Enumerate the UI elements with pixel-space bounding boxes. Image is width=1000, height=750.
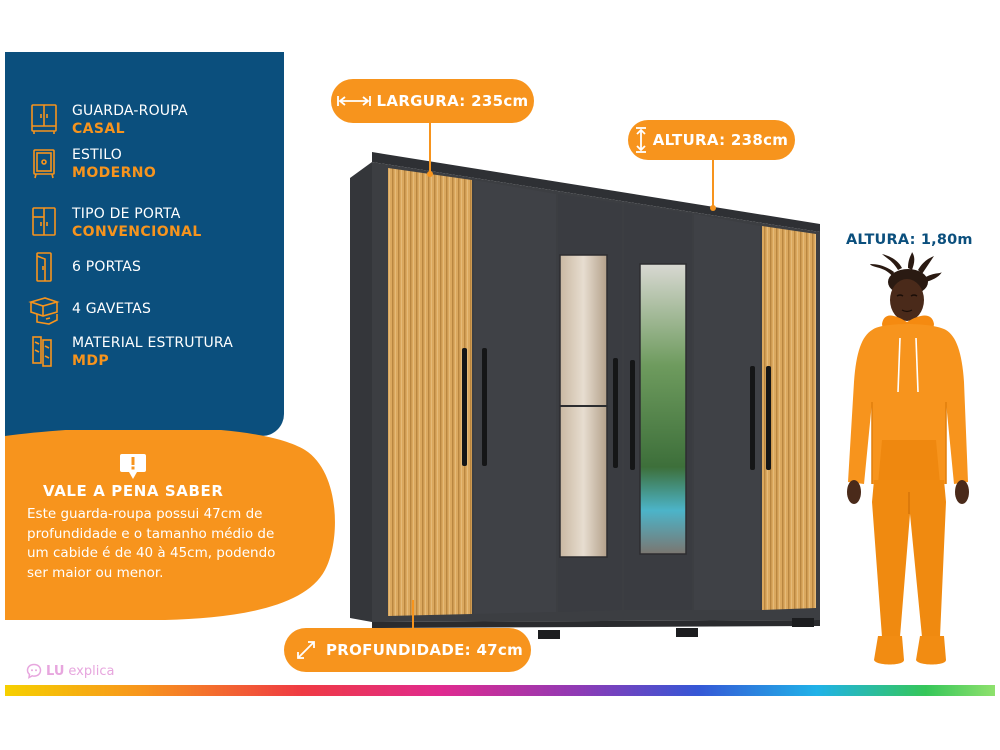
depth-pill: PROFUNDIDADE: 47cm bbox=[284, 628, 531, 672]
drawer-icon bbox=[27, 292, 61, 326]
spec-label: ESTILO bbox=[72, 147, 122, 163]
mirror-right bbox=[639, 263, 687, 555]
person-shoe-left bbox=[874, 636, 904, 665]
style-cabinet-icon bbox=[27, 146, 61, 180]
person-height-label: ALTURA: 1,80m bbox=[846, 232, 973, 248]
person-hand-right bbox=[955, 480, 969, 504]
brand-logo: LU explica bbox=[26, 660, 114, 682]
width-label: LARGURA: 235cm bbox=[376, 92, 529, 110]
door-handle bbox=[613, 358, 618, 468]
brand-name-light: explica bbox=[68, 663, 115, 679]
tip-line: ser maior ou menor. bbox=[27, 564, 164, 581]
spec-value: MDP bbox=[72, 353, 110, 369]
wardrobe-top bbox=[372, 152, 820, 232]
height-leader-dot bbox=[710, 205, 716, 211]
person-head bbox=[890, 279, 924, 321]
wardrobe-foot bbox=[676, 628, 698, 637]
spec-value: MODERNO bbox=[72, 165, 157, 181]
tip-line: profundidade e o tamanho médio de bbox=[27, 525, 275, 542]
height-pill: ALTURA: 238cm bbox=[628, 120, 795, 160]
depth-arrow-icon bbox=[297, 641, 315, 659]
wardrobe-door-wood-left bbox=[388, 168, 472, 616]
spec-value: CONVENCIONAL bbox=[72, 224, 202, 240]
door-handle bbox=[766, 366, 771, 470]
wardrobe-illustration bbox=[350, 152, 820, 639]
tip-block: VALE A PENA SABER Este guarda-roupa poss… bbox=[5, 430, 335, 620]
spec-label: TIPO DE PORTA bbox=[72, 206, 181, 222]
width-leader-line bbox=[429, 122, 431, 174]
height-arrow-icon bbox=[635, 127, 646, 153]
door-handle bbox=[630, 360, 635, 470]
spec-label: 6 PORTAS bbox=[72, 259, 142, 275]
rainbow-bar bbox=[5, 685, 995, 696]
spec-value: CASAL bbox=[72, 121, 125, 137]
wardrobe-foot bbox=[538, 630, 560, 639]
tip-line: Este guarda-roupa possui 47cm de bbox=[27, 506, 263, 522]
wardrobe-door-dark bbox=[694, 214, 760, 610]
height-label: ALTURA: 238cm bbox=[652, 131, 789, 149]
brand-name-bold: LU bbox=[46, 663, 65, 679]
door-handle bbox=[750, 366, 755, 470]
tip-body: Este guarda-roupa possui 47cm de profund… bbox=[27, 505, 323, 583]
chat-bubble-icon bbox=[26, 663, 42, 679]
tip-title: VALE A PENA SABER bbox=[43, 482, 224, 500]
spec-label: MATERIAL ESTRUTURA bbox=[72, 335, 234, 351]
tip-line: um cabide é de 40 à 45cm, podendo bbox=[27, 545, 276, 561]
depth-label: PROFUNDIDADE: 47cm bbox=[325, 641, 524, 659]
door-type-icon bbox=[27, 205, 61, 239]
width-leader-dot bbox=[427, 171, 433, 177]
material-panel-icon bbox=[27, 334, 61, 368]
width-pill: LARGURA: 235cm bbox=[331, 79, 534, 123]
height-leader-line bbox=[712, 158, 714, 208]
spec-label: GUARDA-ROUPA bbox=[72, 103, 188, 119]
alert-sign-icon bbox=[118, 452, 148, 486]
wardrobe-icon bbox=[27, 102, 61, 136]
person-hoodie bbox=[848, 324, 968, 484]
person-illustration bbox=[847, 252, 969, 665]
door-handle bbox=[462, 348, 467, 466]
spec-label: 4 GAVETAS bbox=[72, 301, 152, 317]
tip-background bbox=[5, 430, 335, 620]
specs-panel: GUARDA-ROUPA CASAL ESTILO MODERNO bbox=[5, 52, 284, 436]
person-pants bbox=[872, 480, 946, 637]
door-handle bbox=[482, 348, 487, 466]
wardrobe-side bbox=[350, 162, 372, 622]
wardrobe-door-dark bbox=[474, 180, 556, 614]
wardrobe-door-wood-right bbox=[762, 226, 816, 610]
door-icon bbox=[27, 250, 61, 284]
person-shoe-right bbox=[916, 636, 946, 665]
width-arrow-icon bbox=[336, 96, 371, 106]
person-hand-left bbox=[847, 480, 861, 504]
depth-leader-line bbox=[412, 600, 414, 630]
wardrobe-foot bbox=[792, 618, 814, 627]
